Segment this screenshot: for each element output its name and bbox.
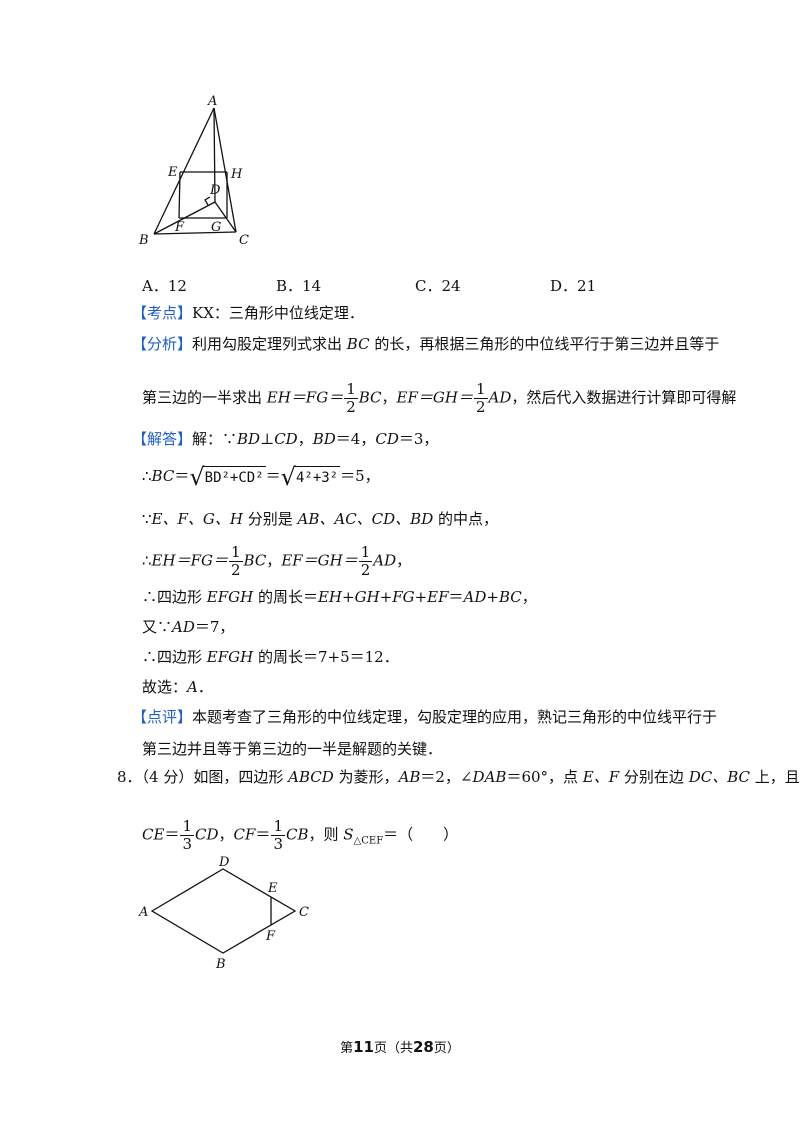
label-c: C <box>239 233 249 248</box>
label-g: G <box>211 220 221 235</box>
label-a: A <box>138 905 148 920</box>
kaodian-tag: 【考点】 <box>132 304 193 322</box>
kaodian-line: 【考点】KX：三角形中位线定理． <box>132 304 364 322</box>
jieda-tag: 【解答】 <box>132 430 193 448</box>
label-d: D <box>209 183 221 198</box>
dianping-line-1: 【点评】本题考查了三角形的中位线定理，勾股定理的应用，熟记三角形的中位线平行于 <box>132 708 718 726</box>
label-c: C <box>299 905 309 920</box>
jieda-line-1: 【解答】解：∵BD⊥CD，BD＝4，CD＝3， <box>132 430 439 448</box>
fenxi-tag: 【分析】 <box>132 335 193 353</box>
option-d: D．21 <box>550 277 597 295</box>
option-b: B．14 <box>276 277 322 295</box>
q8-number: 8． <box>117 768 142 786</box>
label-d: D <box>218 855 230 870</box>
total-pages: 28 <box>413 1038 434 1056</box>
label-e: E <box>267 881 278 896</box>
label-f: F <box>174 220 185 235</box>
jieda-line-6: 又∵AD＝7， <box>142 618 235 636</box>
jieda-line-7: ∴四边形 EFGH 的周长＝7+5＝12． <box>142 648 399 666</box>
q8-line-1: 8．（4 分）如图，四边形 ABCD 为菱形，AB＝2，∠DAB＝60°，点 E… <box>117 768 800 786</box>
label-h: H <box>230 167 243 182</box>
dianping-line-2: 第三边并且等于第三边的一半是解题的关键． <box>142 740 443 758</box>
jieda-line-8: 故选：A． <box>142 678 213 696</box>
jieda-line-2: ∴BC＝√BD²+CD²＝√4²+3²＝5， <box>142 463 380 492</box>
figure-rhombus: D E A C F B <box>138 855 309 972</box>
jieda-line-5: ∴四边形 EFGH 的周长＝EH+GH+FG+EF＝AD+BC， <box>142 588 537 606</box>
label-f: F <box>265 929 276 944</box>
figure-triangle-efgh: A E H D F G B C <box>138 94 249 248</box>
option-c: C．24 <box>415 277 461 295</box>
label-e: E <box>167 165 178 180</box>
label-b: B <box>215 957 226 972</box>
jieda-line-3: ∵E、F、G、H 分别是 AB、AC、CD、BD 的中点， <box>142 510 499 528</box>
current-page: 11 <box>353 1038 374 1056</box>
dianping-tag: 【点评】 <box>132 708 193 726</box>
label-b: B <box>138 233 149 248</box>
fenxi-line-1: 【分析】利用勾股定理列式求出 BC 的长，再根据三角形的中位线平行于第三边并且等… <box>132 335 720 353</box>
label-a: A <box>207 94 217 109</box>
page-footer: 第11页（共28页） <box>340 1038 460 1056</box>
option-a: A．12 <box>142 277 187 295</box>
